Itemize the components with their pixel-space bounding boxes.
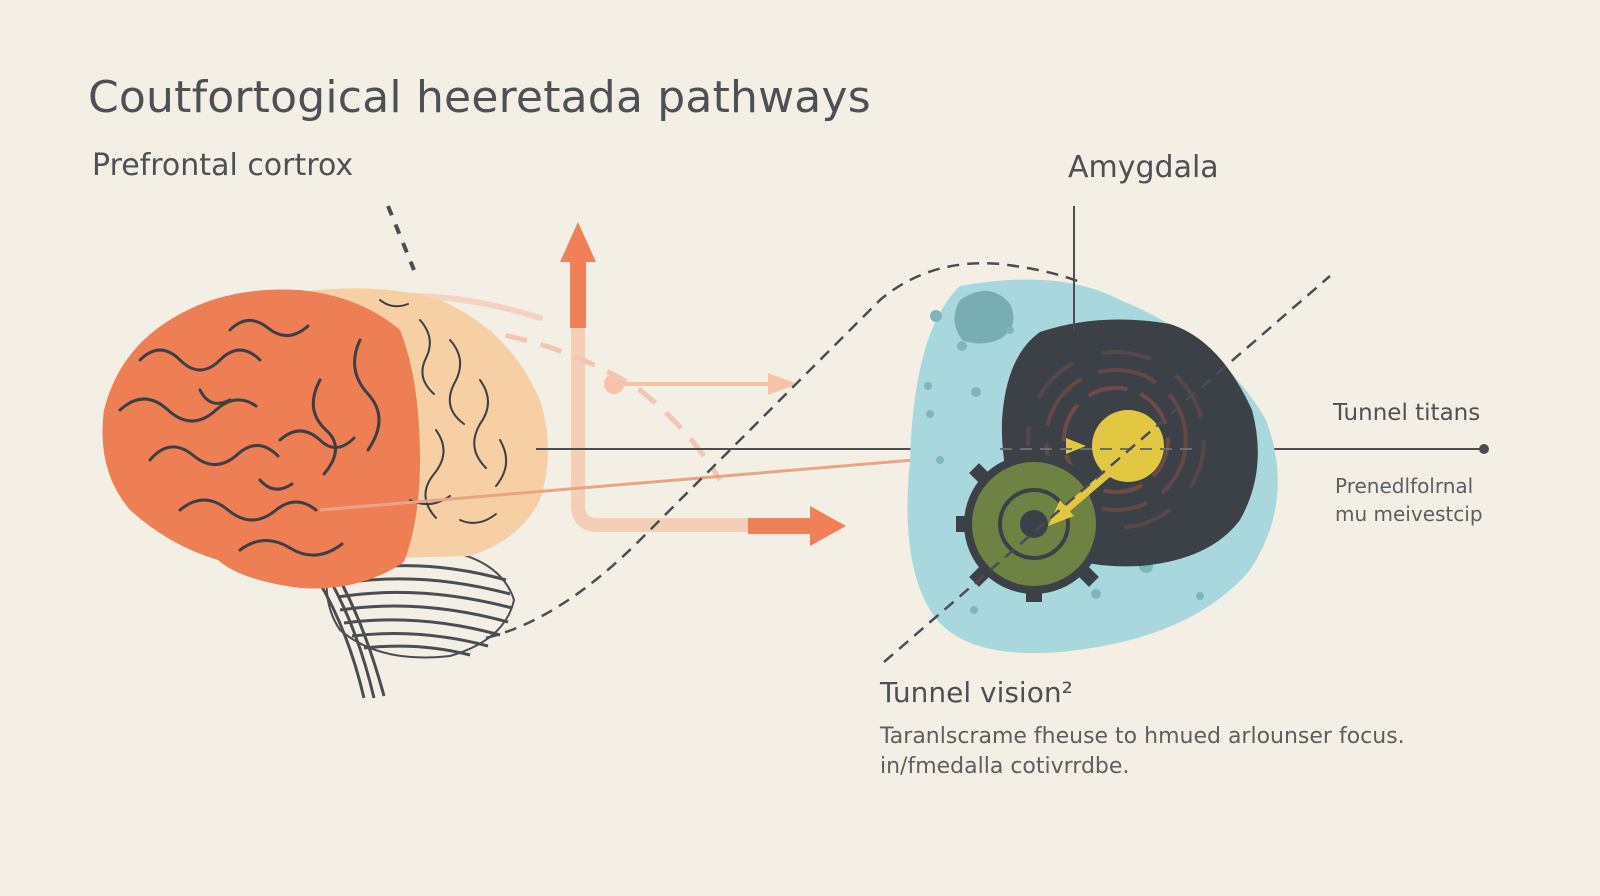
tunnel-vision-desc-line2: in/fmedalla cotivrrdbe.	[880, 754, 1130, 779]
tunnel-vision-desc-line1: Taranlscrame fheuse to hmued arlounser f…	[880, 724, 1405, 749]
side-callout-desc-line2: mu meivestcip	[1335, 502, 1483, 526]
brain-illustration	[102, 288, 548, 699]
diagonal-dashed-line	[883, 275, 1331, 663]
faded-dash-connector	[469, 327, 723, 482]
pathway-endpoint	[1479, 444, 1489, 454]
amygdala-label: Amygdala	[1068, 150, 1219, 185]
side-callout-title: Tunnel titans	[1333, 400, 1481, 426]
gear-icon	[956, 446, 1112, 602]
dark-shape-rings	[1026, 350, 1206, 530]
tunnel-vision-title: Tunnel vision²	[880, 676, 1073, 709]
arrow-up-icon	[560, 222, 596, 328]
prefrontal-cortex-label: Prefrontal cortrox	[92, 148, 354, 183]
prefrontal-pointer	[386, 205, 416, 271]
page-title: Coutfortogical heeretada pathways	[88, 72, 871, 123]
side-callout-desc-line1: Prenedlfolrnal	[1335, 474, 1474, 498]
arrow-right-icon	[748, 506, 846, 546]
faded-side-arrow	[604, 373, 798, 395]
dashed-pathway-curve	[485, 262, 1081, 640]
